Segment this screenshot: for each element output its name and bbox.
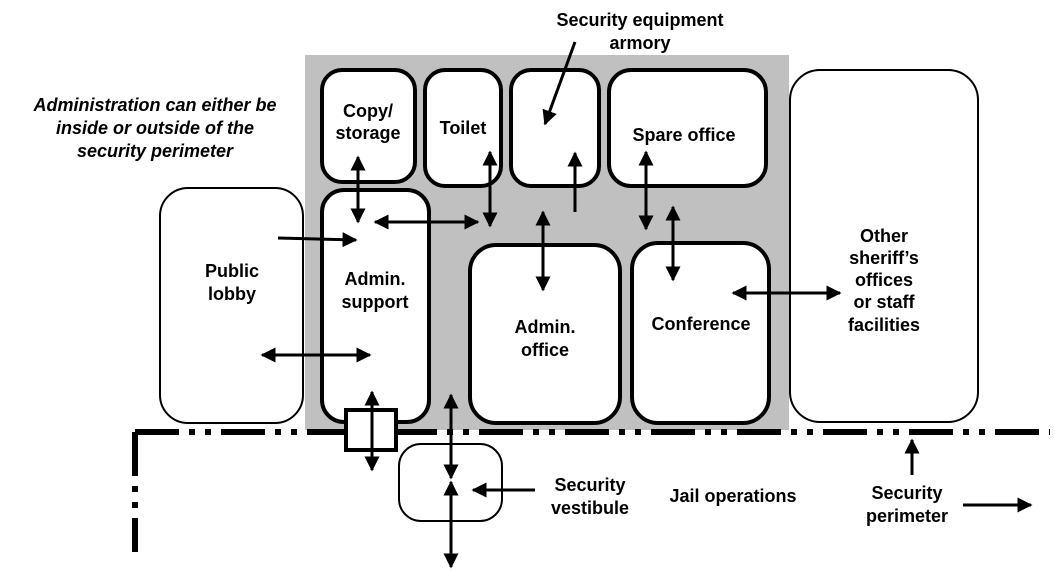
- admin-office-label-2: office: [521, 340, 569, 360]
- jail-operations-label: Jail operations: [669, 486, 796, 506]
- other-label-5: facilities: [848, 315, 920, 335]
- arrow-into-support: [277, 232, 358, 248]
- other-label-1: Other: [860, 226, 908, 246]
- admin-note-2: inside or outside of the: [56, 118, 254, 138]
- toilet-label: Toilet: [440, 118, 487, 138]
- spare-office-label: Spare office: [632, 125, 735, 145]
- security-perimeter-label-2: perimeter: [866, 506, 948, 526]
- other-label-3: offices: [855, 270, 913, 290]
- armory-label-2: armory: [609, 33, 670, 53]
- admin-office-label-1: Admin.: [515, 317, 576, 337]
- toilet-room: [423, 68, 503, 188]
- security-vestibule-label-2: vestibule: [551, 498, 629, 518]
- admin-note-1: Administration can either be: [32, 95, 276, 115]
- admin-support-label-1: Admin.: [345, 269, 406, 289]
- security-perimeter-label-1: Security: [871, 483, 942, 503]
- admin-support-label-2: support: [342, 292, 409, 312]
- other-label-2: sheriff’s: [849, 248, 919, 268]
- arrow-armory-label: [542, 41, 577, 126]
- conference-label: Conference: [651, 314, 750, 334]
- public-lobby-label-1: Public: [205, 261, 259, 281]
- copy-storage-label-2: storage: [335, 123, 400, 143]
- armory-label-1: Security equipment: [556, 10, 723, 30]
- admin-note-3: security perimeter: [77, 141, 234, 161]
- security-vestibule-label-1: Security: [554, 475, 625, 495]
- other-facilities-room: [789, 69, 979, 423]
- public-lobby-label-2: lobby: [208, 284, 256, 304]
- other-label-4: or staff: [853, 292, 915, 312]
- copy-storage-room: [320, 68, 417, 184]
- armory-room: [509, 68, 601, 188]
- copy-storage-label-1: Copy/: [343, 101, 393, 121]
- public-lobby-room: [159, 187, 304, 424]
